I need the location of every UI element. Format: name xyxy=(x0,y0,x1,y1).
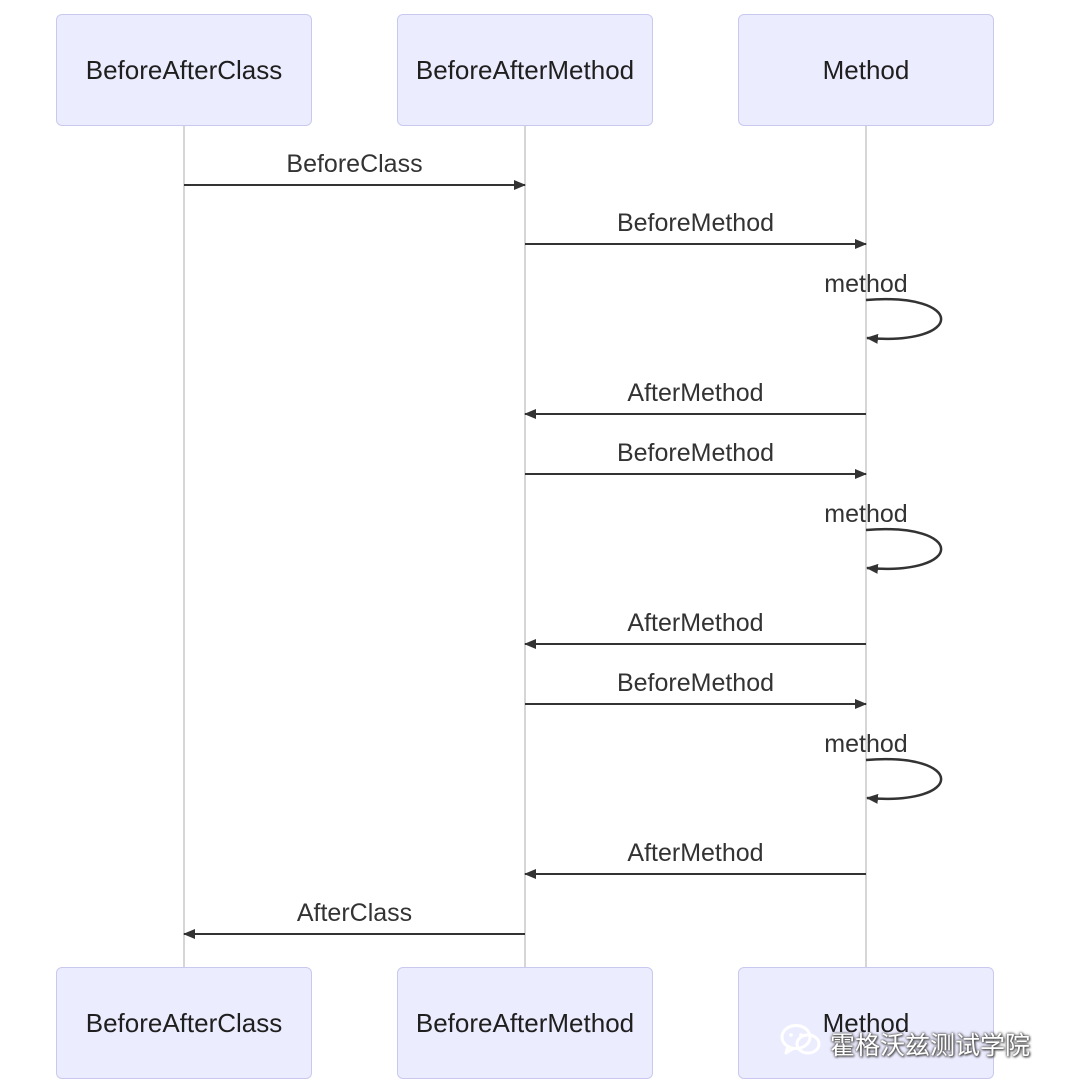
message: BeforeMethod xyxy=(525,209,867,249)
message: AfterMethod xyxy=(524,379,866,419)
actor-box-bottom-before-after-class: BeforeAfterClass xyxy=(56,967,312,1079)
message: AfterMethod xyxy=(524,839,866,879)
message-label: AfterMethod xyxy=(627,379,763,407)
wechat-icon xyxy=(780,1023,822,1065)
actor-label: Method xyxy=(822,54,910,85)
message: method xyxy=(824,270,943,344)
actor-box-top-method: Method xyxy=(738,14,994,126)
actor-box-bottom-before-after-method: BeforeAfterMethod xyxy=(397,967,653,1079)
actor-label: BeforeAfterMethod xyxy=(415,1007,635,1038)
message: AfterMethod xyxy=(524,609,866,649)
message: method xyxy=(824,730,943,804)
message-label: BeforeMethod xyxy=(617,669,774,697)
message-label: BeforeMethod xyxy=(617,439,774,467)
actor-box-bottom-method: Method xyxy=(738,967,994,1079)
message-label: method xyxy=(824,500,907,528)
message: method xyxy=(824,500,943,574)
message: BeforeMethod xyxy=(525,439,867,479)
self-call-arrow xyxy=(865,527,943,574)
message: AfterClass xyxy=(183,899,525,939)
message-label: BeforeMethod xyxy=(617,209,774,237)
message-label: BeforeClass xyxy=(286,150,422,178)
self-call-arrow xyxy=(865,297,943,344)
message-label: AfterMethod xyxy=(627,839,763,867)
self-call-arrow xyxy=(865,757,943,804)
actor-box-top-before-after-class: BeforeAfterClass xyxy=(56,14,312,126)
message: BeforeClass xyxy=(184,150,526,190)
actor-label: Method xyxy=(822,1007,910,1038)
actor-label: BeforeAfterMethod xyxy=(415,54,635,85)
message-label: AfterMethod xyxy=(627,609,763,637)
actor-box-top-before-after-method: BeforeAfterMethod xyxy=(397,14,653,126)
message: BeforeMethod xyxy=(525,669,867,709)
actor-label: BeforeAfterClass xyxy=(85,54,283,85)
watermark-text: 霍格沃兹测试学院 xyxy=(830,1031,1031,1060)
actor-label: BeforeAfterClass xyxy=(85,1007,283,1038)
message-label: AfterClass xyxy=(297,899,412,927)
message-label: method xyxy=(824,270,907,298)
message-label: method xyxy=(824,730,907,758)
watermark: 霍格沃兹测试学院 xyxy=(780,1022,1030,1066)
